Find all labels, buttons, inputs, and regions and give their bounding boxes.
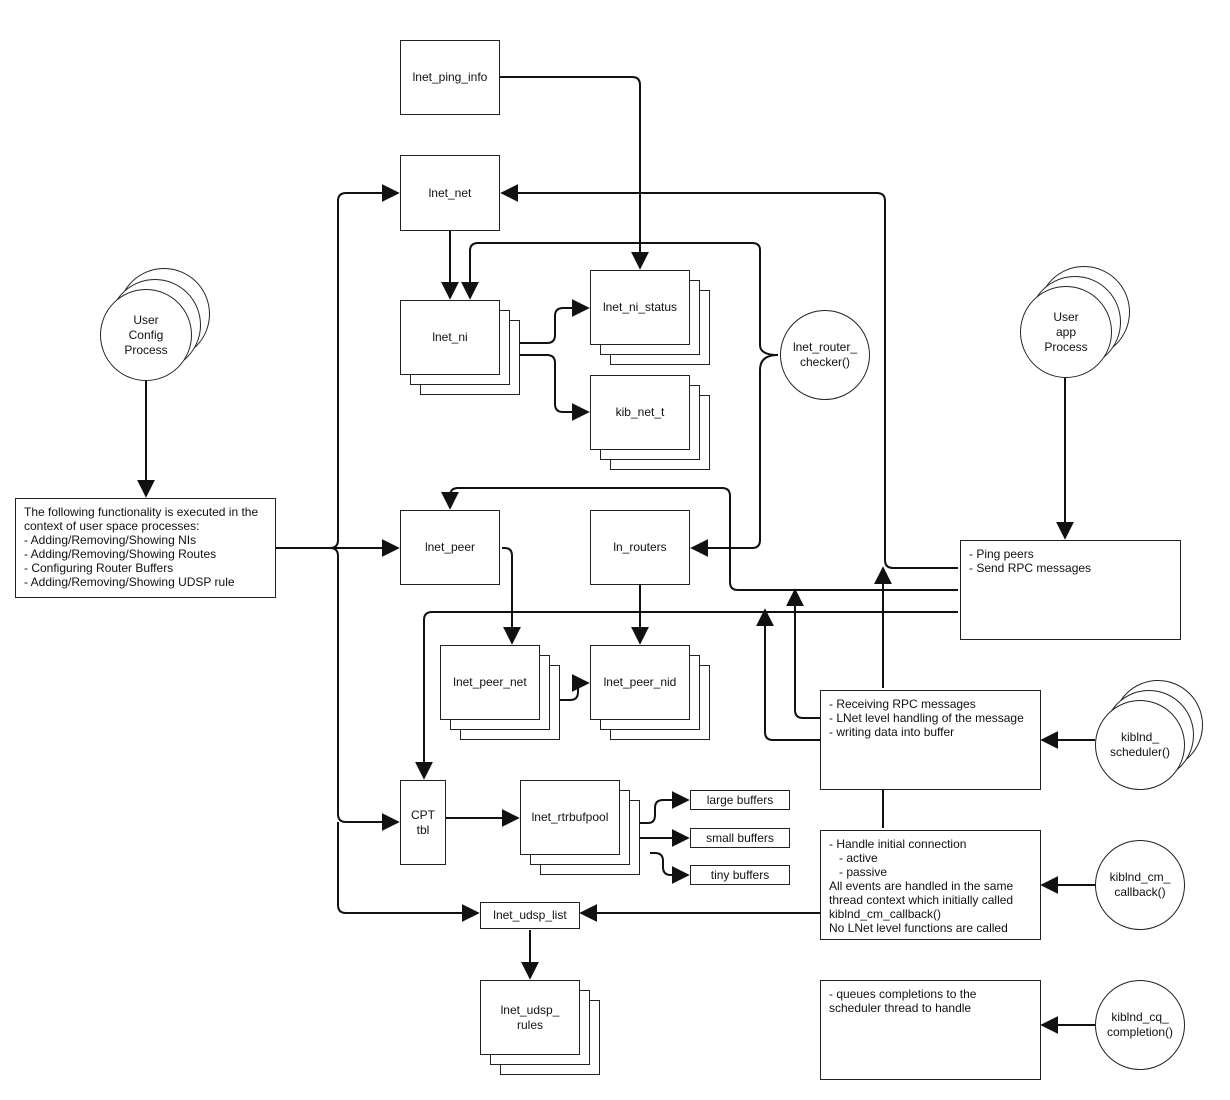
kiblnd-cm-callback-label: kiblnd_cm_ callback(): [1109, 870, 1171, 899]
user-config-process-circle: [100, 289, 192, 381]
large-buffers-label: large buffers: [706, 792, 774, 807]
cm-callback-line: thread context which initially called: [829, 893, 1014, 907]
lnet-peer-nid-box: [590, 645, 690, 720]
cpt-tbl-box: [400, 780, 446, 865]
edge-ni-to-kib-net: [520, 354, 590, 421]
lnet-ping-info-label: lnet_ping_info: [412, 70, 488, 84]
cm-callback-line: No LNet level functions are called: [829, 921, 1008, 935]
user-space-line: context of user space processes:: [24, 519, 200, 533]
edge-scheduler-up-2: [786, 588, 820, 719]
ln-routers-label: ln_routers: [613, 540, 667, 554]
user-app-process-circle: [1020, 286, 1112, 378]
app-actions-line: - Send RPC messages: [969, 561, 1092, 575]
lnet-ni-label: lnet_ni: [432, 330, 468, 344]
user-space-functionality-box: The following functionality is executed …: [15, 498, 276, 598]
edge-scheduler-up-3: [756, 608, 820, 741]
app-actions-line: - Ping peers: [969, 547, 1034, 561]
scheduler-actions-box: - Receiving RPC messages - LNet level ha…: [820, 690, 1041, 790]
app-actions-box: - Ping peers - Send RPC messages: [960, 540, 1181, 640]
cpt-tbl-label: CPT tbl: [411, 807, 435, 837]
kib-net-t-box: [590, 375, 690, 450]
lnet-peer-box: [400, 510, 500, 585]
lnet-ni-status-box: [590, 270, 690, 345]
user-space-line: The following functionality is executed …: [24, 505, 259, 519]
large-buffers-box: [690, 790, 790, 810]
kiblnd-cm-callback-circle: [1095, 840, 1185, 930]
tiny-buffers-box: [690, 865, 790, 885]
lnet-peer-nid-label: lnet_peer_nid: [603, 675, 677, 689]
small-buffers-label: small buffers: [706, 830, 774, 845]
lnet-net-label: lnet_net: [428, 185, 472, 200]
lnet-ni-status-label: lnet_ni_status: [602, 300, 678, 314]
cm-callback-line: kiblnd_cm_callback(): [829, 907, 942, 921]
cm-callback-line: All events are handled in the same: [829, 879, 1014, 893]
edge-router-checker-to-routers: [690, 354, 779, 557]
lnet-udsp-list-box: [480, 902, 580, 929]
lnet-router-checker-label: lnet_router_ checker(): [792, 340, 858, 369]
kiblnd-scheduler-circle: [1095, 700, 1185, 790]
cq-completion-line: - queues completions to the: [829, 987, 977, 1001]
lnet-ni-box: [400, 300, 500, 375]
edge-router-checker-to-ni: [461, 242, 779, 356]
lnet-peer-net-label: lnet_peer_net: [453, 675, 527, 689]
edge-userspace-to-cpt: [276, 547, 400, 831]
cq-completion-line: scheduler thread to handle: [829, 1001, 972, 1015]
edge-userspace-to-net: [276, 184, 400, 549]
cq-completion-actions-box: - queues completions to the scheduler th…: [820, 980, 1041, 1080]
ln-routers-box: [590, 510, 690, 585]
user-space-line: - Adding/Removing/Showing Routes: [24, 547, 217, 561]
user-space-line: - Adding/Removing/Showing UDSP rule: [24, 575, 235, 589]
kiblnd-cq-completion-label: kiblnd_cq_ completion(): [1106, 1010, 1174, 1039]
scheduler-actions-line: - writing data into buffer: [829, 725, 955, 739]
edge-rtrbufpool-to-large: [640, 791, 690, 824]
edge-peer-to-peer-net: [502, 547, 521, 645]
cm-callback-line: - Handle initial connection: [829, 837, 967, 851]
kiblnd-cq-completion-circle: [1095, 980, 1185, 1070]
user-config-process-label: User Config Process: [124, 312, 168, 357]
lnet-udsp-list-label: lnet_udsp_list: [493, 908, 567, 922]
lnet-peer-label: lnet_peer: [424, 540, 476, 554]
edge-rtrbufpool-to-tiny: [650, 852, 690, 884]
user-space-line: - Adding/Removing/Showing NIs: [24, 533, 197, 547]
edge-ni-to-ni-status: [520, 299, 590, 344]
lnet-net-box: [400, 155, 500, 231]
lnet-udsp-rules-label: lnet_udsp_ rules: [500, 1002, 560, 1032]
kiblnd-scheduler-label: kiblnd_ scheduler(): [1109, 730, 1171, 759]
lnet-ping-info-box: [400, 40, 500, 115]
scheduler-actions-line: - Receiving RPC messages: [829, 697, 976, 711]
user-space-line: - Configuring Router Buffers: [24, 561, 174, 575]
edge-app-to-cpt: [415, 611, 958, 780]
user-app-process-label: User app Process: [1044, 309, 1088, 354]
scheduler-actions-line: - LNet level handling of the message: [829, 711, 1024, 725]
cm-callback-actions-box: - Handle initial connection - active - p…: [820, 830, 1041, 940]
edge-app-to-peer: [441, 487, 958, 591]
lnet-peer-net-box: [440, 645, 540, 720]
lnet-router-checker-circle: [780, 310, 870, 400]
edge-userspace-to-udsp-list: [337, 822, 480, 922]
small-buffers-box: [690, 828, 790, 848]
edge-ping-info-to-ni-status: [500, 76, 649, 270]
edge-peer-net-to-peer-nid: [560, 674, 590, 701]
lnet-udsp-rules-box: [480, 980, 580, 1055]
lnet-rtrbufpool-box: [520, 780, 620, 855]
tiny-buffers-label: tiny buffers: [710, 867, 770, 882]
cm-callback-line: - passive: [829, 865, 888, 879]
cm-callback-line: - active: [829, 851, 878, 865]
lnet-rtrbufpool-label: lnet_rtrbufpool: [531, 810, 609, 824]
kib-net-t-label: kib_net_t: [615, 405, 665, 419]
